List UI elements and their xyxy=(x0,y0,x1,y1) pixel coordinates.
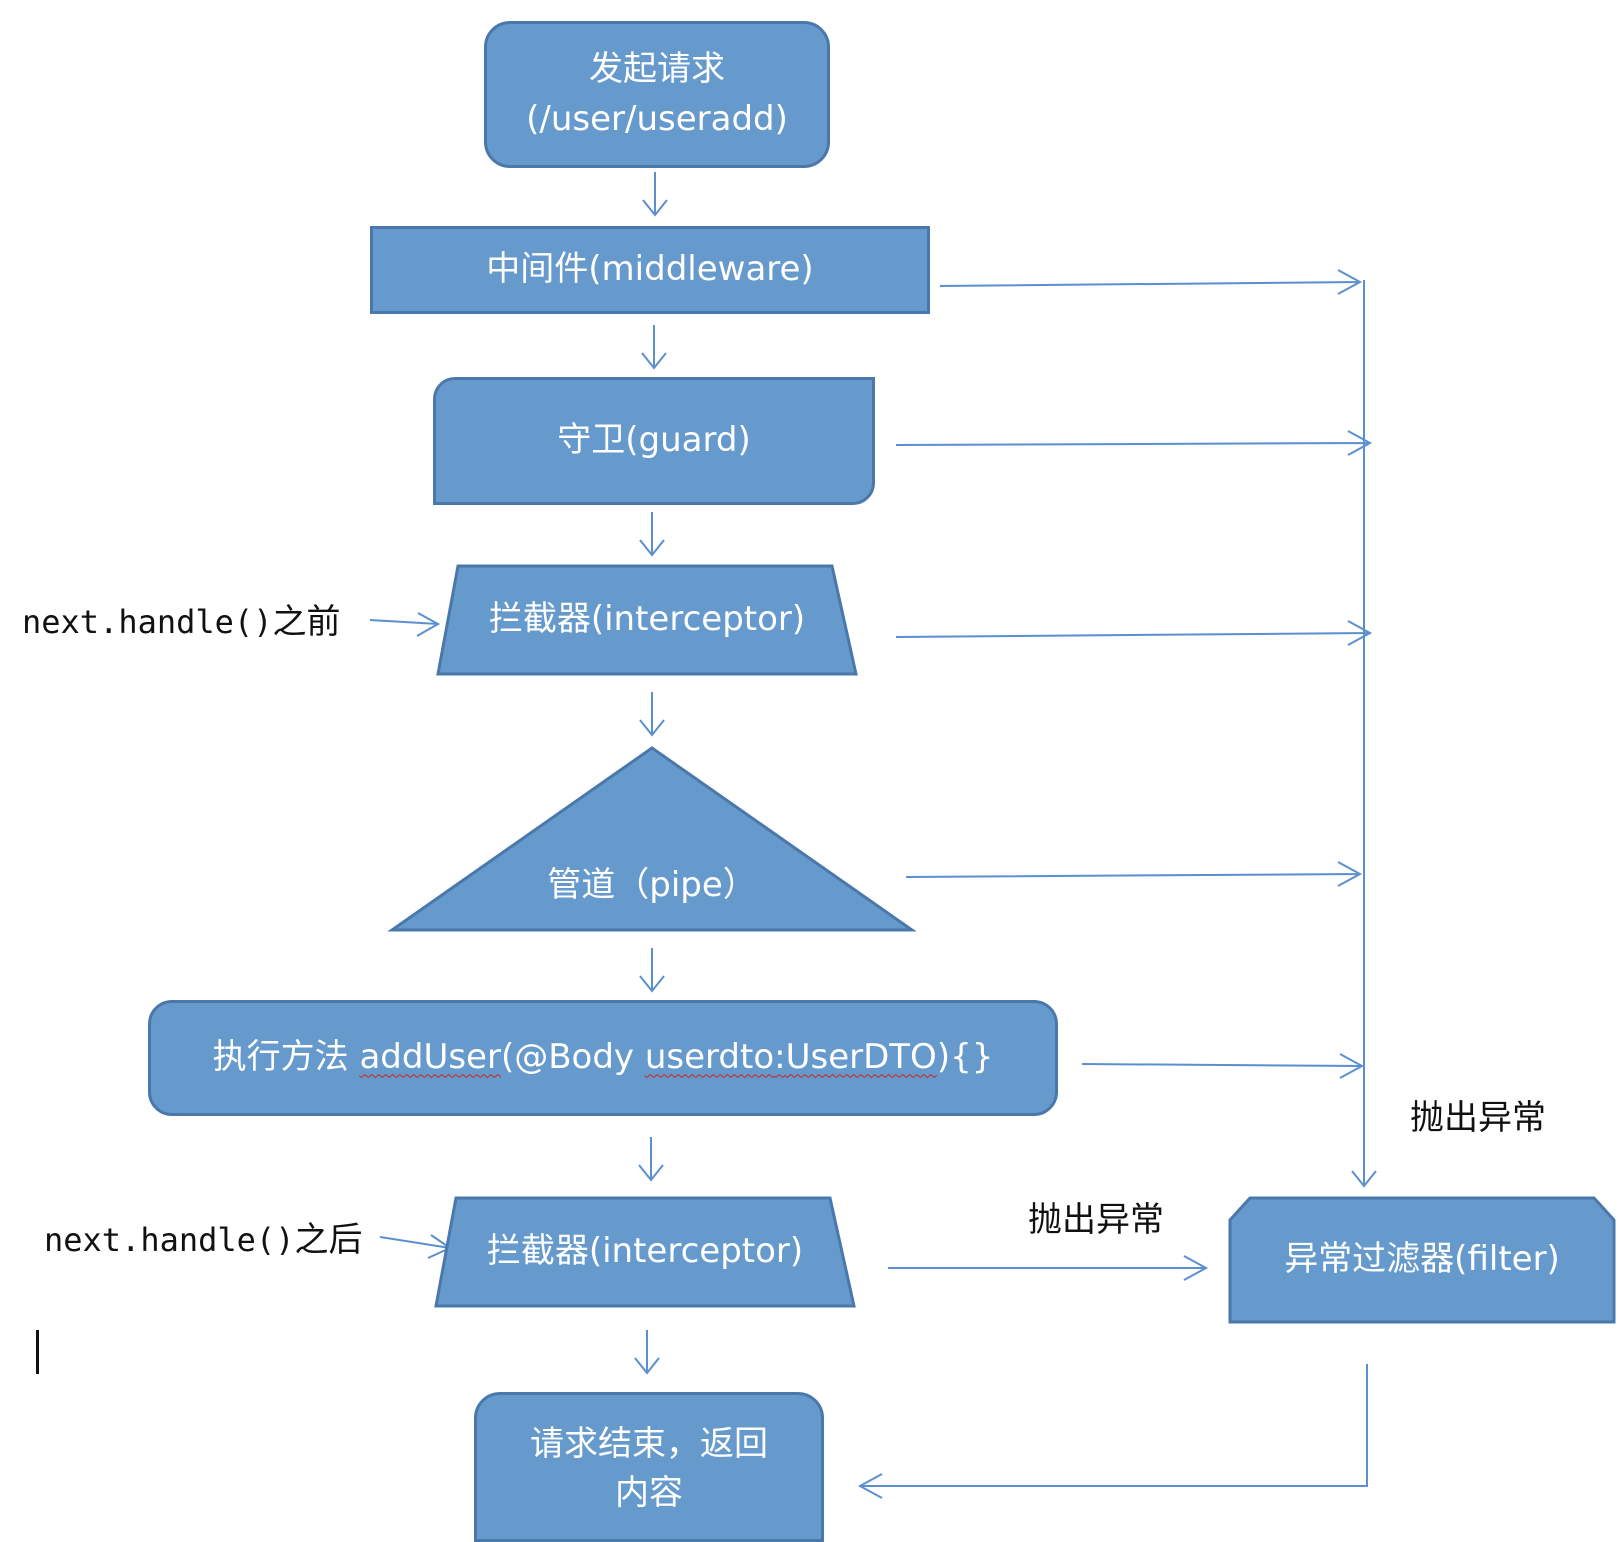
handler-node-label: 执行方法 addUser(@Body userdto:UserDTO){} xyxy=(213,1033,994,1082)
arrow-handler-exception xyxy=(1081,1053,1365,1079)
arrow-interceptor-to-end xyxy=(634,1330,660,1375)
pipe-label: 管道（pipe） xyxy=(547,864,757,905)
arrow-start-to-middleware xyxy=(642,172,668,217)
arrow-guard-exception xyxy=(895,430,1373,456)
text-cursor xyxy=(36,1330,39,1374)
end-node-line2: 内容 xyxy=(615,1473,683,1513)
start-node: 发起请求 (/user/useradd) xyxy=(484,21,830,168)
handler-param-name: userdto xyxy=(644,1037,775,1078)
pipe-node: 管道（pipe） xyxy=(387,746,917,932)
arrow-interceptor-to-pipe xyxy=(639,692,665,737)
handler-prefix: 执行方法 xyxy=(212,1037,360,1078)
after-handle-annotation: next.handle()之后 xyxy=(44,1212,362,1261)
arrow-after-interceptor-exception xyxy=(888,1255,1209,1281)
interceptor-before-shape xyxy=(436,564,858,676)
end-node: 请求结束，返回 内容 xyxy=(474,1392,824,1542)
arrow-interceptor-exception xyxy=(895,620,1373,646)
handler-param-type: UserDTO xyxy=(785,1037,937,1078)
interceptor-after-label: 拦截器(interceptor) xyxy=(486,1231,804,1272)
start-node-line2: (/user/useradd) xyxy=(526,98,788,139)
exception-collector-line xyxy=(1351,280,1377,1188)
handler-tail: ){} xyxy=(936,1037,994,1078)
interceptor-after-shape xyxy=(434,1196,856,1308)
arrow-middleware-exception xyxy=(939,269,1363,295)
guard-node: 守卫(guard) xyxy=(433,377,875,505)
after-handle-code: next.handle() xyxy=(44,1221,295,1259)
middleware-node-label: 中间件(middleware) xyxy=(486,249,814,290)
filter-label: 异常过滤器(filter) xyxy=(1284,1239,1560,1280)
start-node-line1: 发起请求 xyxy=(589,49,725,90)
throw-exception-right-label: 抛出异常 xyxy=(1410,1098,1546,1138)
arrow-pipe-to-handler xyxy=(639,948,665,993)
end-node-line1: 请求结束，返回 xyxy=(530,1423,768,1464)
handler-params-open: (@Body xyxy=(500,1037,645,1078)
handler-param-sep: : xyxy=(774,1037,786,1078)
after-handle-text: 之后 xyxy=(294,1220,363,1260)
interceptor-before-label: 拦截器(interceptor) xyxy=(488,599,806,640)
middleware-node: 中间件(middleware) xyxy=(370,226,930,314)
throw-exception-bottom-label: 抛出异常 xyxy=(1028,1200,1164,1240)
arrow-middleware-to-guard xyxy=(641,325,667,370)
filter-node: 异常过滤器(filter) xyxy=(1228,1196,1616,1324)
arrow-filter-to-end xyxy=(857,1364,1368,1499)
handler-node: 执行方法 addUser(@Body userdto:UserDTO){} xyxy=(148,1000,1058,1116)
filter-shape xyxy=(1228,1196,1616,1324)
before-handle-text: 之前 xyxy=(272,602,341,642)
arrow-handler-to-interceptor xyxy=(638,1137,664,1182)
arrow-before-label xyxy=(369,612,441,637)
before-handle-code: next.handle() xyxy=(22,603,273,641)
arrow-guard-to-interceptor xyxy=(639,512,665,557)
arrow-pipe-exception xyxy=(905,861,1363,887)
interceptor-after-node: 拦截器(interceptor) xyxy=(434,1196,856,1308)
interceptor-before-node: 拦截器(interceptor) xyxy=(436,564,858,676)
guard-node-label: 守卫(guard) xyxy=(557,420,751,461)
before-handle-annotation: next.handle()之前 xyxy=(22,594,340,643)
handler-method-name: addUser xyxy=(359,1037,501,1078)
pipe-shape xyxy=(387,746,917,932)
